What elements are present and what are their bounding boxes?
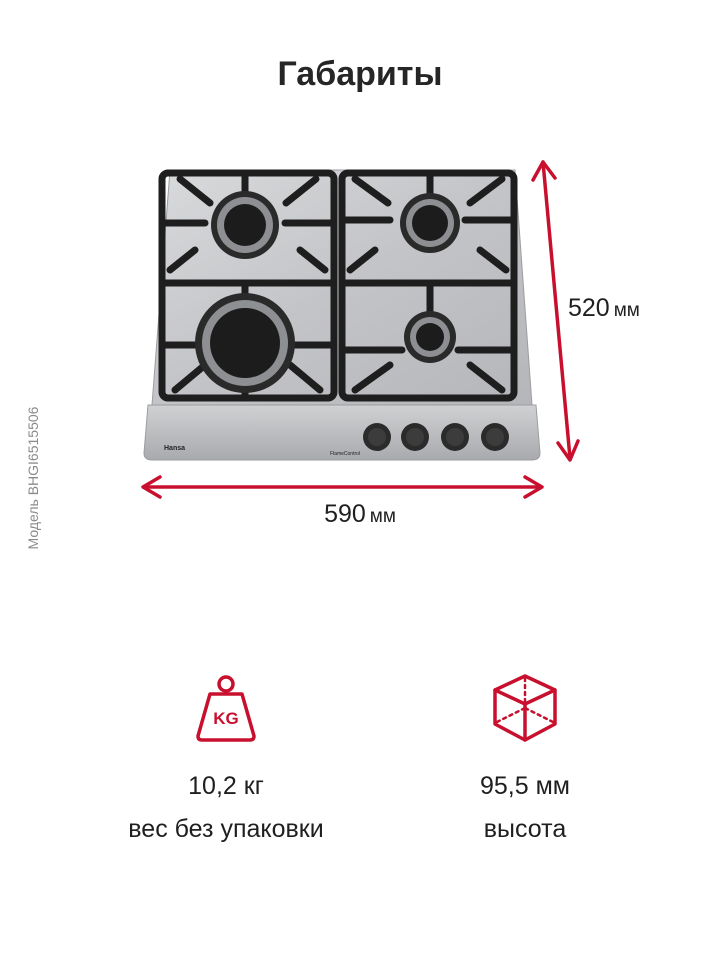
depth-arrow: [541, 160, 572, 460]
depth-value: 520: [568, 294, 610, 322]
burner-bottom-left-large: [195, 293, 295, 393]
weight-caption: вес без упаковки: [128, 815, 324, 843]
depth-unit: мм: [613, 300, 640, 321]
width-value: 590: [324, 500, 366, 528]
box-3d-icon: [493, 674, 557, 742]
control-knob-4: [481, 423, 509, 451]
height-spec: 95,5 мм высота: [365, 672, 685, 844]
burner-top-right: [400, 193, 460, 253]
weight-kg-icon: KG: [196, 675, 256, 742]
height-value: 95,5 мм: [480, 772, 570, 800]
burner-top-left: [211, 191, 279, 259]
hob-brand-label: Hansa: [164, 445, 185, 452]
height-caption: высота: [483, 815, 567, 843]
burner-bottom-right-small: [404, 311, 456, 363]
weight-icon-label: KG: [213, 709, 239, 728]
gas-hob-image: Hansa FlameControl: [143, 169, 541, 461]
control-knob-1: [363, 423, 391, 451]
width-unit: мм: [369, 506, 396, 527]
control-knob-3: [441, 423, 469, 451]
weight-value: 10,2 кг: [188, 772, 264, 800]
control-knob-2: [401, 423, 429, 451]
weight-spec: KG 10,2 кг вес без упаковки: [66, 672, 386, 844]
page-title: Габариты: [277, 55, 443, 93]
hob-feature-label: FlameControl: [330, 451, 360, 457]
